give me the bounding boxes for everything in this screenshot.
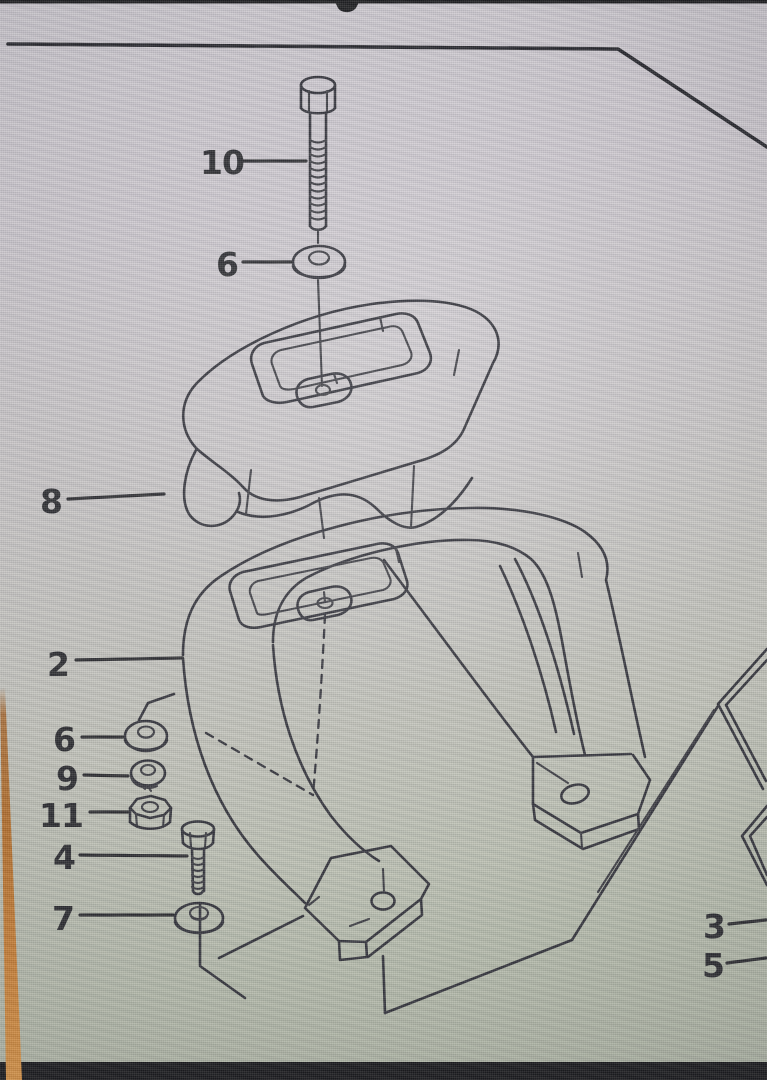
callout-label-9: 9: [56, 759, 78, 798]
mount-bracket-2: [181, 506, 647, 905]
callout-4: 4: [53, 838, 189, 877]
right-edge-plate-upper: [716, 647, 767, 791]
flat-washer-6-top: [291, 244, 347, 280]
spring-washer-9: [129, 759, 167, 793]
upper-mount-cushion-8: [182, 299, 500, 529]
assembly-axis-line: [204, 229, 327, 797]
callout-label-11: 11: [39, 796, 83, 835]
drawing-border: [6, 42, 767, 149]
callout-label-5: 5: [702, 946, 724, 985]
bottom-bezel-bar: [0, 1062, 767, 1080]
callout-6-top: 6: [216, 245, 293, 284]
leader-line: [78, 853, 189, 858]
bracket-front-foot: [303, 844, 431, 962]
callout-3: 3: [703, 907, 767, 946]
top-notch: [334, 0, 360, 13]
leader-line: [725, 956, 767, 965]
callout-label-8: 8: [40, 482, 62, 521]
leader-line: [727, 918, 767, 926]
callout-label-4: 4: [53, 838, 75, 877]
callout-10: 10: [200, 143, 308, 182]
panel-floor-lines: [198, 704, 720, 1015]
callout-11: 11: [39, 796, 130, 835]
callout-label-7: 7: [52, 899, 74, 938]
leader-line: [82, 773, 130, 778]
callout-7: 7: [52, 899, 175, 938]
top-bezel-bar: [0, 0, 767, 4]
hex-nut-11: [128, 794, 173, 831]
callout-label-2: 2: [47, 645, 69, 684]
callout-5: 5: [702, 946, 767, 985]
callout-8: 8: [40, 482, 166, 521]
flat-washer-7: [173, 901, 225, 935]
leader-line: [66, 492, 166, 501]
callout-9: 9: [56, 759, 130, 798]
hex-bolt-4: [180, 820, 216, 896]
callout-label-6-top: 6: [216, 245, 238, 284]
callouts: 10 6 8 2 6: [39, 143, 767, 985]
corner-tick-mark: [137, 692, 176, 722]
leader-line: [74, 656, 184, 662]
callout-label-10: 10: [200, 143, 244, 182]
bracket-right-foot: [531, 708, 716, 894]
right-edge-plate-lower: [740, 804, 767, 887]
flat-washer-6-left: [123, 719, 169, 753]
callout-6-left: 6: [53, 720, 125, 759]
callout-label-6-left: 6: [53, 720, 75, 759]
hex-bolt-10: [299, 75, 337, 232]
orange-cable-strip: [0, 687, 22, 1080]
callout-label-3: 3: [703, 907, 725, 946]
callout-2: 2: [47, 645, 184, 684]
